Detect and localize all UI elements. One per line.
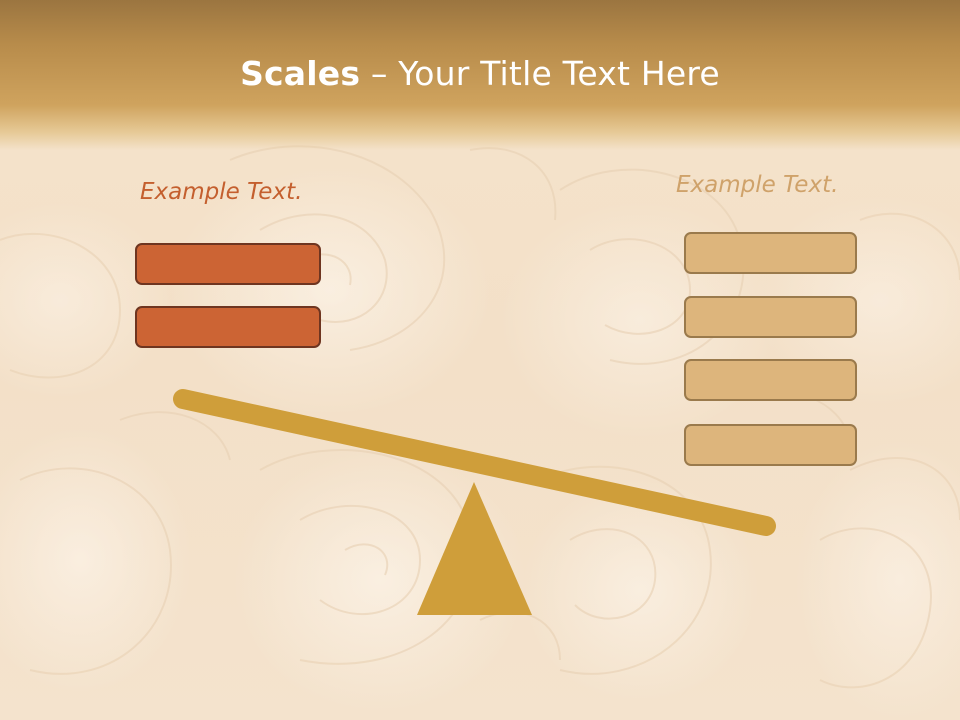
right-weight-box-4[interactable] <box>684 424 857 466</box>
title-bold-text: Scales <box>240 54 361 93</box>
slide-title[interactable]: Scales – Your Title Text Here <box>0 54 960 93</box>
right-weight-box-3[interactable] <box>684 359 857 401</box>
right-weight-box-2[interactable] <box>684 296 857 338</box>
right-weight-box-1[interactable] <box>684 232 857 274</box>
scale-fulcrum[interactable] <box>417 482 532 615</box>
left-example-text[interactable]: Example Text. <box>140 179 303 205</box>
title-rest-text: – Your Title Text Here <box>360 54 720 93</box>
right-example-text[interactable]: Example Text. <box>676 172 839 198</box>
left-weight-box-1[interactable] <box>135 243 321 285</box>
left-weight-box-2[interactable] <box>135 306 321 348</box>
scale-beam[interactable] <box>173 389 776 536</box>
title-band <box>0 0 960 150</box>
